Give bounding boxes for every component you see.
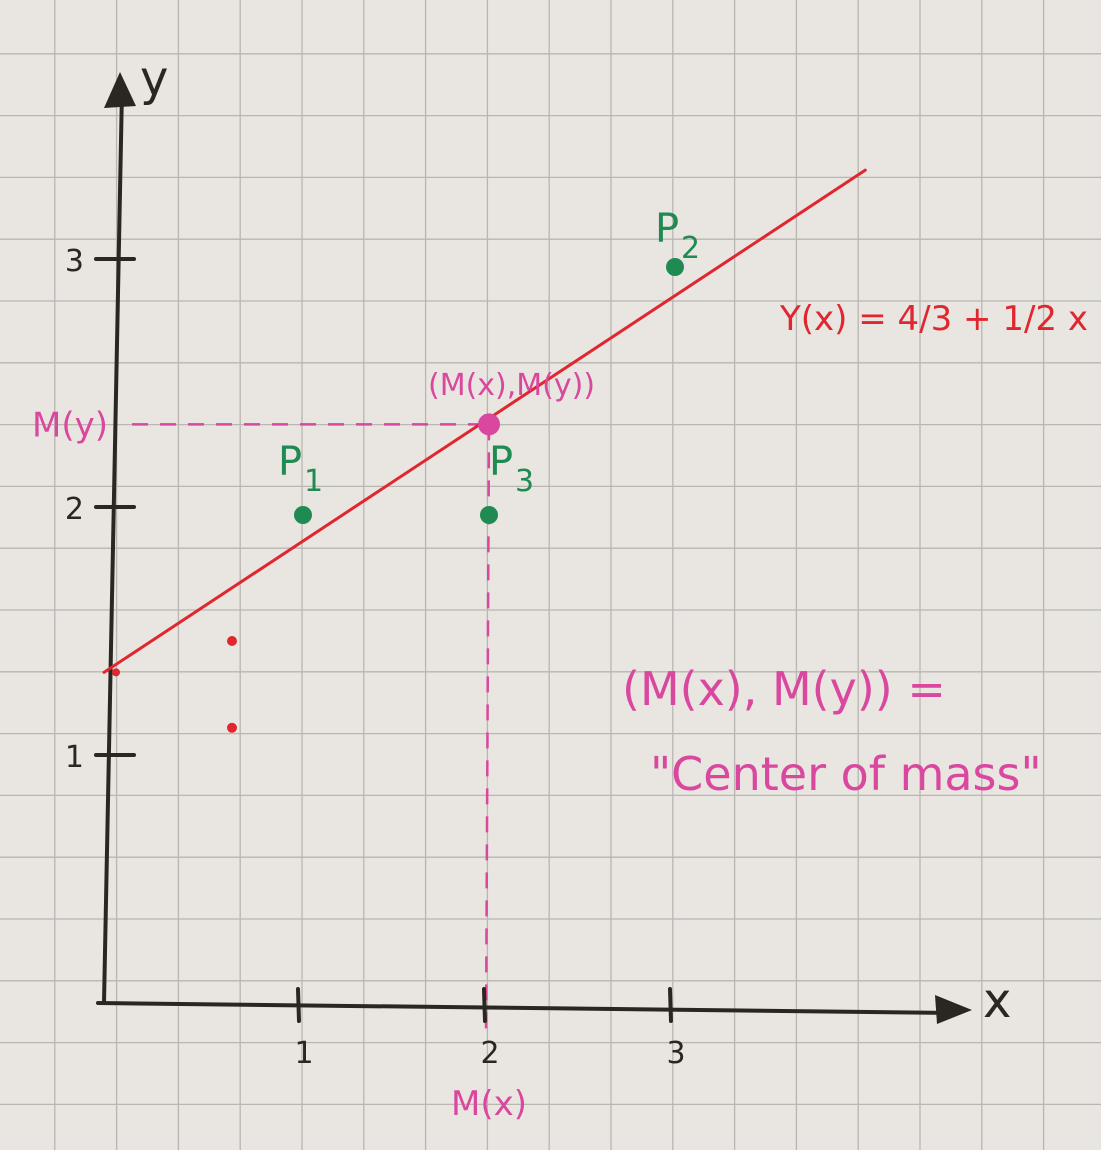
x-tick-label: 2 (480, 1036, 499, 1071)
center-of-mass-label: (M(x),M(y)) (428, 368, 595, 403)
line-marks (112, 636, 237, 733)
x-tick-mark (482, 987, 487, 1023)
x-tick-label: 3 (666, 1036, 685, 1071)
y-axis (102, 88, 124, 1005)
point-label-subscript: 1 (304, 464, 323, 499)
point-label: P (489, 439, 513, 485)
x-tick-mark (296, 987, 301, 1023)
point-label-subscript: 2 (681, 231, 700, 266)
center-of-mass-note-line1: (M(x), M(y)) = (622, 662, 946, 716)
y-tick-label: 3 (65, 244, 84, 279)
intercept-mark (112, 668, 120, 677)
mx-axis-label: M(x) (451, 1084, 527, 1124)
x-tick-mark (668, 987, 673, 1023)
y-tick-label: 1 (65, 740, 84, 775)
y-tick-label: 2 (65, 492, 84, 527)
y-axis-arrow-icon (104, 72, 136, 108)
equation-label: Y(x) = 4/3 + 1/2 x (779, 299, 1088, 339)
point-label: P (278, 439, 302, 485)
point-label-subscript: 3 (515, 464, 534, 499)
axis-ticks (94, 257, 673, 1023)
x-tick-label: 1 (294, 1036, 313, 1071)
data-point-dot (294, 506, 312, 524)
my-axis-label: M(y) (32, 405, 108, 445)
x-axis (96, 1001, 957, 1015)
y-axis-label: y (140, 51, 168, 107)
red-mark (227, 722, 237, 733)
data-point-dot (666, 258, 684, 276)
data-point-dot (480, 506, 498, 524)
center-of-mass-note-line2: "Center of mass" (650, 747, 1042, 801)
x-axis-label: x (983, 973, 1011, 1029)
x-axis-arrow-icon (935, 995, 972, 1024)
red-mark (227, 636, 237, 646)
center-of-mass-x-guide (484, 424, 491, 1034)
point-label: P (655, 206, 679, 252)
center-of-mass-point (478, 413, 500, 436)
